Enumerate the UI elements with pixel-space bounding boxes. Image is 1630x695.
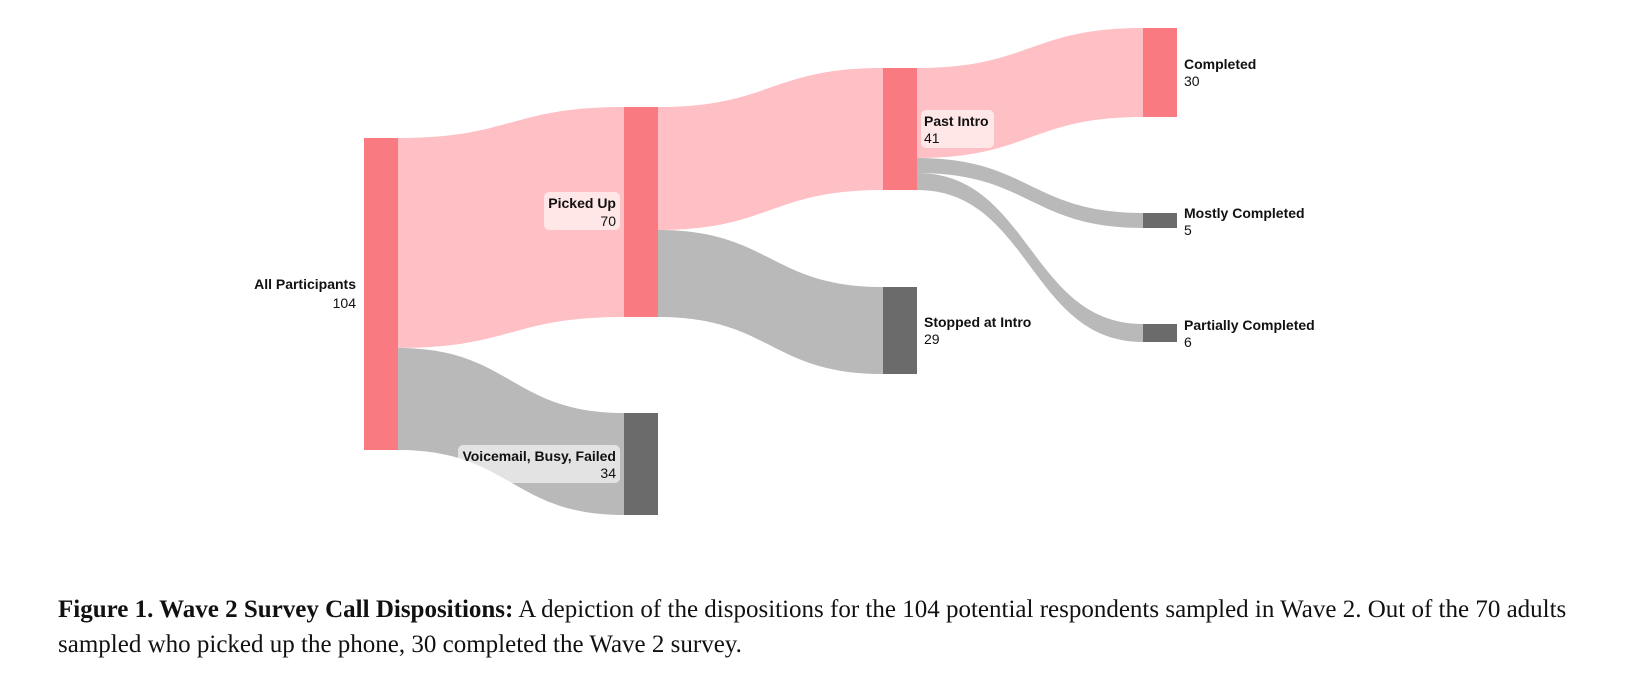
node-name: Past Intro bbox=[924, 113, 989, 129]
node-name: Partially Completed bbox=[1184, 317, 1315, 333]
sankey-nodes bbox=[364, 28, 1177, 515]
label-background bbox=[921, 110, 994, 148]
node-name: Mostly Completed bbox=[1184, 205, 1305, 221]
node-value: 41 bbox=[924, 130, 940, 146]
link-picked-to-past bbox=[658, 68, 883, 230]
node-name: Stopped at Intro bbox=[924, 314, 1031, 330]
node-name: Completed bbox=[1184, 56, 1256, 72]
sankey-links bbox=[398, 28, 1143, 515]
link-picked-to-stopped bbox=[658, 230, 883, 374]
node-value: 5 bbox=[1184, 222, 1192, 238]
node-name: Picked Up bbox=[548, 195, 616, 211]
link-past-to-partially bbox=[917, 173, 1143, 342]
node-completed bbox=[1143, 28, 1177, 117]
node-value: 30 bbox=[1184, 73, 1200, 89]
caption-title: Figure 1. Wave 2 Survey Call Disposition… bbox=[58, 596, 514, 623]
label-all: All Participants 104 bbox=[254, 276, 356, 311]
sankey-diagram: All Participants 104 Picked Up 70Voicemail,… bbox=[254, 28, 1315, 515]
node-value: 6 bbox=[1184, 334, 1192, 350]
sankey-labels: All Participants 104 Picked Up 70Voicemail,… bbox=[254, 56, 1315, 483]
node-stopped bbox=[883, 287, 917, 374]
node-voicemail bbox=[624, 413, 658, 515]
node-name: All Participants bbox=[254, 276, 356, 292]
node-mostly bbox=[1143, 213, 1177, 228]
node-past bbox=[883, 68, 917, 190]
link-all-to-voicemail bbox=[398, 348, 624, 515]
node-value: 34 bbox=[600, 465, 616, 481]
node-value: 104 bbox=[333, 295, 357, 311]
caption-body: A depiction of the dispositions for the … bbox=[58, 596, 1567, 658]
node-partially bbox=[1143, 324, 1177, 342]
node-picked bbox=[624, 107, 658, 317]
link-past-to-mostly bbox=[917, 158, 1143, 228]
label-picked: Picked Up 70 bbox=[544, 192, 620, 230]
node-value: 70 bbox=[600, 213, 616, 229]
node-name: Voicemail, Busy, Failed bbox=[462, 448, 616, 464]
label-background bbox=[544, 192, 620, 230]
figure-caption: Figure 1. Wave 2 Survey Call Disposition… bbox=[58, 592, 1578, 662]
label-background bbox=[458, 445, 620, 483]
link-all-to-picked bbox=[398, 107, 624, 348]
node-value: 29 bbox=[924, 331, 940, 347]
node-all bbox=[364, 138, 398, 450]
